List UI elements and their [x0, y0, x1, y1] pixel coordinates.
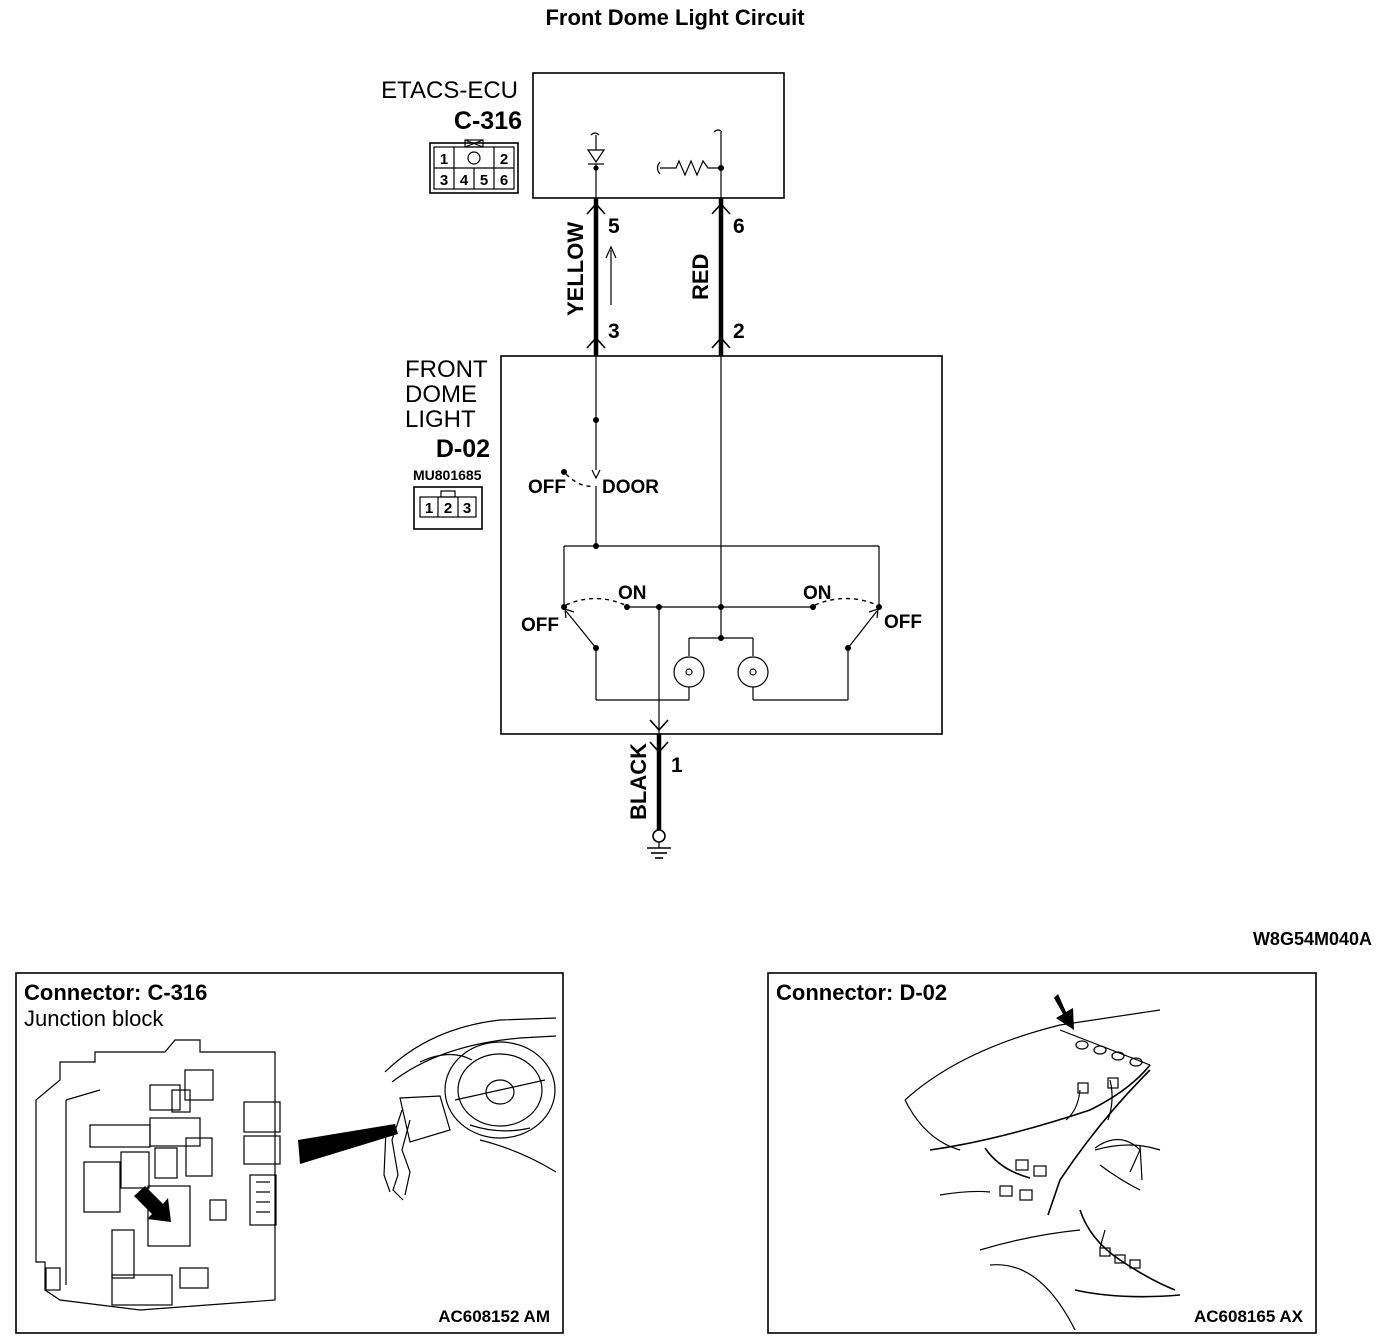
etacs-pin-red: 6	[733, 215, 745, 238]
dome-connector-id: D-02	[436, 435, 490, 463]
etacs-pin-yellow: 5	[608, 215, 620, 238]
c316-pin-6: 6	[500, 172, 508, 189]
d02-pin-3: 3	[463, 500, 471, 517]
right-switch-off-label: OFF	[884, 612, 922, 633]
red-wire-label: RED	[688, 254, 713, 300]
panel-c316-title: Connector: C-316	[24, 980, 207, 1005]
etacs-labels: ETACS-ECU C-316	[381, 77, 522, 135]
panel-d02-ref: AC608165 AX	[1194, 1307, 1304, 1326]
panel-c316-ref: AC608152 AM	[438, 1307, 550, 1326]
etacs-ecu-box	[532, 72, 785, 199]
c316-pin-2: 2	[500, 151, 508, 168]
yellow-wire	[586, 198, 617, 356]
connector-d02-panel: Connector: D-02 AC608165 AX	[767, 972, 1317, 1334]
left-switch-off-label: OFF	[521, 615, 559, 636]
c316-pin-5: 5	[480, 172, 488, 189]
left-switch-on-label: ON	[618, 583, 647, 604]
door-switch-door-label: DOOR	[602, 477, 659, 498]
c316-pin-4: 4	[460, 172, 469, 189]
connector-c316-panel: Connector: C-316 Junction block AC608152…	[15, 972, 564, 1334]
c316-pin-1: 1	[440, 151, 448, 168]
yellow-wire-label: YELLOW	[563, 222, 588, 316]
dome-pin-yellow: 3	[608, 320, 620, 343]
d02-connector-face: 1 2 3	[413, 486, 483, 530]
d02-pin-2: 2	[444, 500, 452, 517]
dome-pin-red: 2	[733, 320, 745, 343]
c316-connector-face: 1 2 3 4 5 6	[429, 139, 519, 194]
dome-name-line-3: LIGHT	[405, 406, 476, 433]
junction-block-illustration	[35, 1039, 281, 1311]
dome-light-box	[500, 355, 943, 735]
dome-part-number: MU801685	[413, 467, 482, 483]
etacs-connector-id: C-316	[454, 107, 522, 135]
black-wire-label: BLACK	[626, 743, 651, 820]
black-wire	[647, 719, 671, 859]
c316-pin-3: 3	[440, 172, 448, 189]
panel-c316-subtitle: Junction block	[24, 1006, 164, 1031]
roof-harness-illustration	[904, 994, 1181, 1331]
diagram-title: Front Dome Light Circuit	[545, 5, 805, 30]
figure-code: W8G54M040A	[1253, 929, 1372, 949]
d02-pin-1: 1	[425, 500, 433, 517]
dome-labels: FRONT DOME LIGHT D-02 MU801685	[405, 356, 490, 483]
dashboard-illustration	[298, 1017, 557, 1201]
etacs-ecu-name: ETACS-ECU	[381, 77, 518, 104]
right-switch-on-label: ON	[803, 583, 832, 604]
dome-pin-black: 1	[671, 754, 683, 777]
door-switch-off-label: OFF	[528, 477, 566, 498]
dome-name-line-2: DOME	[405, 381, 477, 408]
panel-d02-title: Connector: D-02	[776, 980, 947, 1005]
dome-switch-labels: OFF DOOR ON OFF ON OFF	[521, 477, 922, 636]
red-wire	[711, 198, 731, 356]
dome-name-line-1: FRONT	[405, 356, 488, 383]
